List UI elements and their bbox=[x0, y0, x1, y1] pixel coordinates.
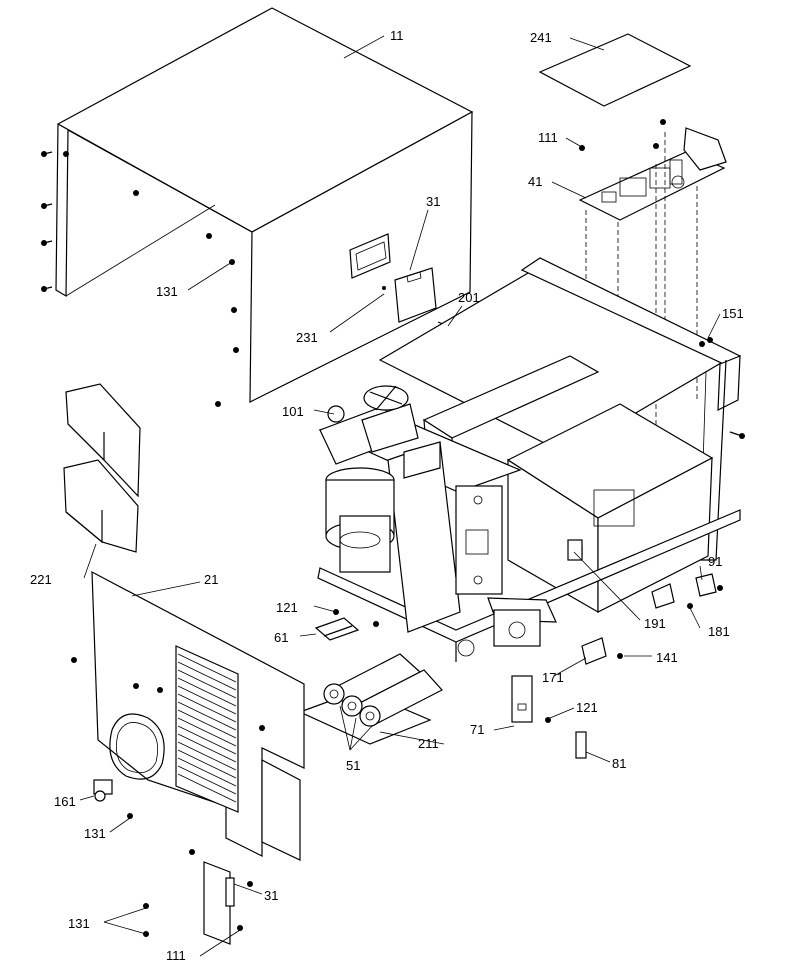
part-151-screws bbox=[699, 337, 745, 439]
label-231: 231 bbox=[296, 330, 318, 345]
label-131-middle: 131 bbox=[84, 826, 106, 841]
label-141: 141 bbox=[656, 650, 678, 665]
part-21-back-panel bbox=[91, 570, 305, 861]
part-171-switch bbox=[581, 637, 623, 665]
part-31-plate-upper bbox=[394, 267, 437, 323]
part-191-bracket bbox=[567, 539, 583, 561]
label-131-upper: 131 bbox=[156, 284, 178, 299]
part-71-bracket bbox=[511, 675, 533, 723]
label-101: 101 bbox=[282, 404, 304, 419]
part-91-switch bbox=[695, 573, 723, 597]
label-91: 91 bbox=[708, 554, 722, 569]
label-161: 161 bbox=[54, 794, 76, 809]
part-221-louver-trays bbox=[63, 383, 141, 553]
part-161-sensor bbox=[93, 779, 113, 802]
label-181: 181 bbox=[708, 624, 730, 639]
label-221: 221 bbox=[30, 572, 52, 587]
part-51-capacitors bbox=[323, 653, 443, 727]
label-241: 241 bbox=[530, 30, 552, 45]
part-61-bracket bbox=[314, 617, 360, 641]
label-131-lower: 131 bbox=[68, 916, 90, 931]
label-191: 191 bbox=[644, 616, 666, 631]
label-31-upper: 31 bbox=[426, 194, 440, 209]
leader-lines bbox=[79, 35, 721, 957]
part-labels: 11 241 111 41 31 131 201 231 151 101 221… bbox=[30, 28, 744, 963]
label-211: 211 bbox=[418, 736, 439, 751]
transformer-assembly bbox=[319, 405, 401, 573]
label-41: 41 bbox=[528, 174, 542, 189]
label-171: 171 bbox=[542, 670, 564, 685]
part-121-screw-lower bbox=[545, 717, 551, 723]
label-111-lower: 111 bbox=[166, 948, 186, 963]
label-111-upper: 111 bbox=[538, 130, 558, 145]
part-241-label-sheet bbox=[538, 33, 692, 107]
label-51: 51 bbox=[346, 758, 360, 773]
label-81: 81 bbox=[612, 756, 626, 771]
label-11: 11 bbox=[390, 28, 404, 43]
part-101-fan-motor bbox=[327, 385, 419, 453]
part-181-switch bbox=[651, 583, 693, 609]
part-81-fuse bbox=[575, 731, 587, 759]
label-61: 61 bbox=[274, 630, 288, 645]
label-151: 151 bbox=[722, 306, 744, 321]
label-31-lower: 31 bbox=[264, 888, 278, 903]
label-121-lower: 121 bbox=[576, 700, 598, 715]
label-201: 201 bbox=[458, 290, 480, 305]
label-121-upper: 121 bbox=[276, 600, 298, 615]
cover-screws-left bbox=[41, 151, 239, 407]
cabinet-cover bbox=[55, 7, 474, 403]
part-121-screw-upper bbox=[333, 609, 379, 627]
part-31-plate-lower bbox=[203, 861, 235, 945]
part-41-control-board bbox=[578, 119, 727, 221]
label-71: 71 bbox=[470, 722, 484, 737]
label-21: 21 bbox=[204, 572, 218, 587]
